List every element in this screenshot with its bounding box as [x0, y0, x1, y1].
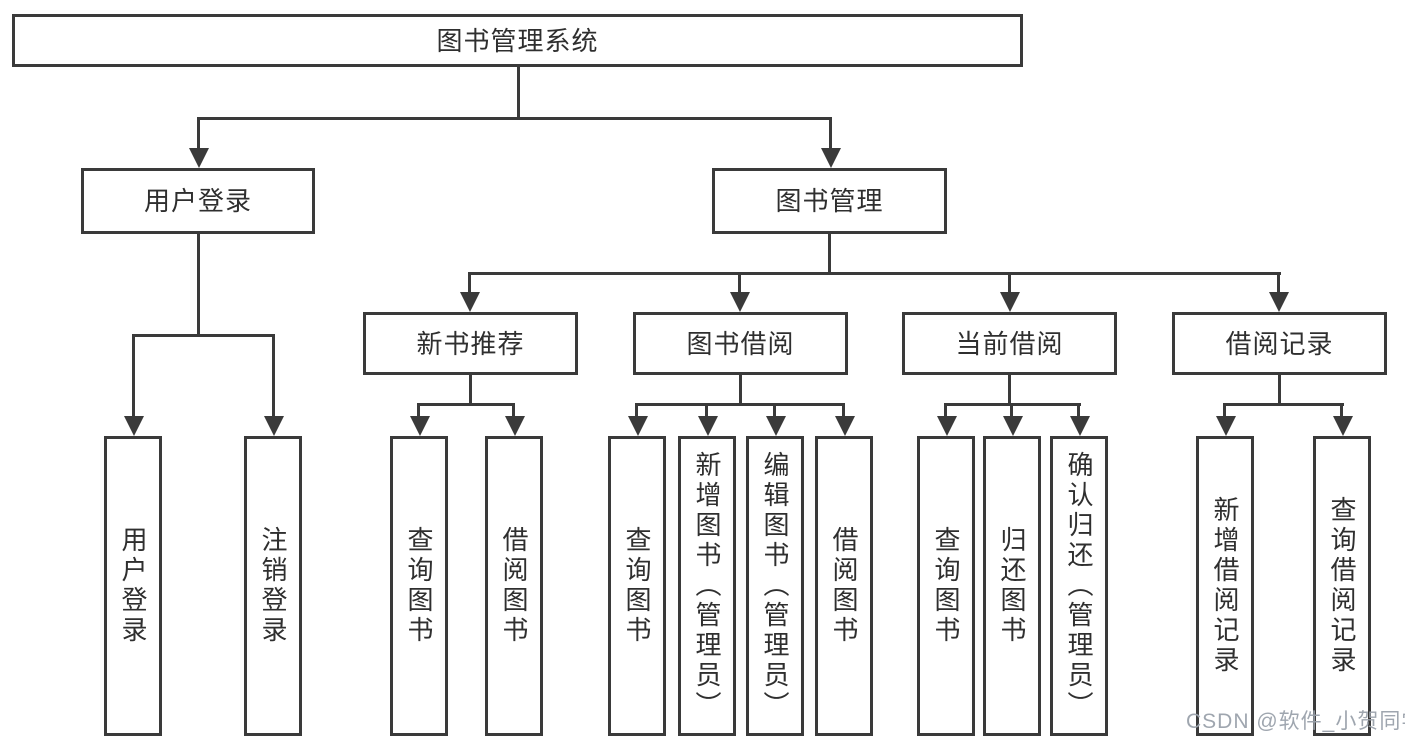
node-book-borrowing-label: 图书借阅 [686, 328, 795, 359]
connector-to-leaf [272, 334, 275, 418]
arrowhead-down-icon [410, 416, 430, 436]
connector-section-split [417, 403, 515, 406]
node-current-borrowing-label: 当前借阅 [955, 328, 1064, 359]
leaf-borrow-books: 借阅图书 [815, 436, 873, 736]
connector-to-leaf [773, 403, 776, 420]
connector-section-stem [739, 375, 742, 405]
node-book-management-label: 图书管理 [775, 186, 884, 216]
arrowhead-down-icon [730, 292, 750, 312]
leaf-query-books: 查询图书 [917, 436, 975, 736]
arrowhead-down-icon [821, 148, 841, 168]
connector-to-leaf [1340, 403, 1343, 420]
connector-to-leaf [1223, 403, 1226, 420]
connector-book-mgmt-split [468, 272, 1281, 275]
arrowhead-down-icon [189, 148, 209, 168]
leaf-add-borrow-record: 新增借阅记录 [1196, 436, 1254, 736]
leaf-query-borrow-record: 查询借阅记录 [1313, 436, 1371, 736]
node-user-login: 用户登录 [81, 168, 315, 234]
connector-section-stem [469, 375, 472, 405]
leaf-edit-book-admin: 编辑图书（管理员） [746, 436, 804, 736]
leaf-edit-book-admin-label: 编辑图书（管理员） [760, 451, 790, 721]
connector-to-leaf [944, 403, 947, 420]
connector-to-section [1008, 272, 1011, 294]
leaf-logout: 注销登录 [244, 436, 302, 736]
leaf-borrow-books-label: 借阅图书 [829, 526, 859, 646]
leaf-confirm-return-admin: 确认归还（管理员） [1050, 436, 1108, 736]
connector-to-user-login [197, 117, 200, 151]
arrowhead-down-icon [124, 416, 144, 436]
connector-section-split [635, 403, 845, 406]
leaf-query-books: 查询图书 [390, 436, 448, 736]
connector-user-login-stem [197, 234, 200, 337]
leaf-confirm-return-admin-label: 确认归还（管理员） [1064, 451, 1094, 721]
connector-to-leaf [705, 403, 708, 420]
leaf-add-book-admin-label: 新增图书（管理员） [692, 451, 722, 721]
arrowhead-down-icon [1070, 416, 1090, 436]
connector-to-leaf [417, 403, 420, 420]
connector-section-split [1223, 403, 1344, 406]
arrowhead-down-icon [505, 416, 525, 436]
node-library-system: 图书管理系统 [12, 14, 1023, 67]
connector-to-book-mgmt [829, 117, 832, 151]
connector-to-leaf [1077, 403, 1080, 420]
node-current-borrowing: 当前借阅 [902, 312, 1117, 375]
connector-to-leaf [1010, 403, 1013, 420]
node-library-system-label: 图书管理系统 [436, 25, 599, 56]
leaf-user-login: 用户登录 [104, 436, 162, 736]
node-new-book-recommend-label: 新书推荐 [416, 328, 525, 359]
node-user-login-label: 用户登录 [143, 186, 252, 216]
arrowhead-down-icon [1333, 416, 1353, 436]
leaf-query-books-label: 查询图书 [404, 526, 434, 646]
arrowhead-down-icon [766, 416, 786, 436]
csdn-watermark: CSDN @软件_小贺同学 [1186, 710, 1405, 733]
connector-book-mgmt-stem [828, 234, 831, 275]
connector-to-section [468, 272, 471, 294]
arrowhead-down-icon [698, 416, 718, 436]
leaf-return-book-label: 归还图书 [997, 526, 1027, 646]
connector-user-login-split [132, 334, 275, 337]
node-borrowing-records: 借阅记录 [1172, 312, 1387, 375]
arrowhead-down-icon [460, 292, 480, 312]
leaf-user-login-label: 用户登录 [118, 526, 148, 646]
leaf-add-book-admin: 新增图书（管理员） [678, 436, 736, 736]
connector-root-split [197, 117, 832, 120]
connector-to-section [1277, 272, 1280, 294]
node-new-book-recommend: 新书推荐 [363, 312, 578, 375]
arrowhead-down-icon [264, 416, 284, 436]
arrowhead-down-icon [628, 416, 648, 436]
leaf-query-books-label: 查询图书 [622, 526, 652, 646]
connector-to-leaf [512, 403, 515, 420]
connector-to-leaf [132, 334, 135, 418]
arrowhead-down-icon [835, 416, 855, 436]
connector-root-stem [517, 67, 520, 120]
leaf-add-borrow-record-label: 新增借阅记录 [1210, 496, 1240, 676]
arrowhead-down-icon [937, 416, 957, 436]
connector-to-leaf [842, 403, 845, 420]
leaf-query-borrow-record-label: 查询借阅记录 [1327, 496, 1357, 676]
leaf-return-book: 归还图书 [983, 436, 1041, 736]
connector-to-section [738, 272, 741, 294]
connector-section-stem [1278, 375, 1281, 405]
leaf-query-books-label: 查询图书 [931, 526, 961, 646]
arrowhead-down-icon [1216, 416, 1236, 436]
node-borrowing-records-label: 借阅记录 [1225, 328, 1334, 359]
leaf-query-books: 查询图书 [608, 436, 666, 736]
arrowhead-down-icon [1269, 292, 1289, 312]
leaf-borrow-books: 借阅图书 [485, 436, 543, 736]
leaf-logout-label: 注销登录 [258, 526, 288, 646]
connector-to-leaf [635, 403, 638, 420]
node-book-borrowing: 图书借阅 [633, 312, 848, 375]
arrowhead-down-icon [1003, 416, 1023, 436]
leaf-borrow-books-label: 借阅图书 [499, 526, 529, 646]
node-book-management: 图书管理 [712, 168, 947, 234]
arrowhead-down-icon [1000, 292, 1020, 312]
connector-section-stem [1008, 375, 1011, 405]
